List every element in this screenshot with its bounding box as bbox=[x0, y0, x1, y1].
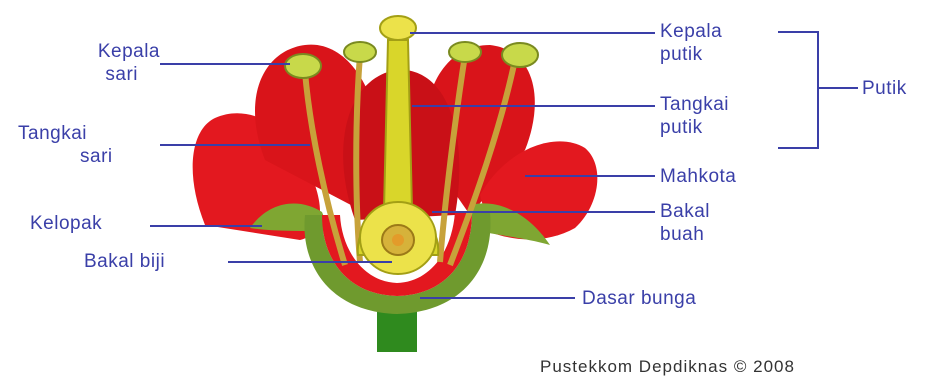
label-kelopak: Kelopak bbox=[30, 212, 102, 235]
label-bakal-buah-line1: Bakal bbox=[660, 200, 710, 223]
anther bbox=[449, 42, 481, 62]
label-tangkai-sari: Tangkai sari bbox=[18, 122, 148, 168]
stigma bbox=[380, 16, 416, 40]
label-kepala-sari: Kepala sari bbox=[30, 40, 160, 86]
label-kepala-putik-line2: putik bbox=[660, 43, 722, 66]
label-tangkai-putik-line2: putik bbox=[660, 116, 729, 139]
anther bbox=[285, 54, 321, 78]
label-kepala-putik-line1: Kepala bbox=[660, 20, 722, 43]
label-bakal-biji: Bakal biji bbox=[84, 250, 165, 273]
label-bakal-buah: Bakal buah bbox=[660, 200, 710, 246]
label-mahkota: Mahkota bbox=[660, 165, 736, 188]
anther bbox=[344, 42, 376, 62]
label-tangkai-sari-line1: Tangkai bbox=[18, 122, 148, 145]
label-tangkai-sari-line2: sari bbox=[18, 145, 148, 168]
label-tangkai-putik-line1: Tangkai bbox=[660, 93, 729, 116]
label-kepala-sari-line2: sari bbox=[30, 63, 160, 86]
anther bbox=[502, 43, 538, 67]
bracket-putik bbox=[778, 32, 818, 148]
ovule-core bbox=[392, 234, 404, 246]
label-putik: Putik bbox=[862, 77, 907, 100]
label-dasar-bunga: Dasar bunga bbox=[582, 287, 696, 310]
label-tangkai-putik: Tangkai putik bbox=[660, 93, 729, 139]
label-kepala-putik: Kepala putik bbox=[660, 20, 722, 66]
credit-text: Pustekkom Depdiknas © 2008 bbox=[540, 357, 795, 377]
label-bakal-buah-line2: buah bbox=[660, 223, 710, 246]
label-kepala-sari-line1: Kepala bbox=[30, 40, 160, 63]
